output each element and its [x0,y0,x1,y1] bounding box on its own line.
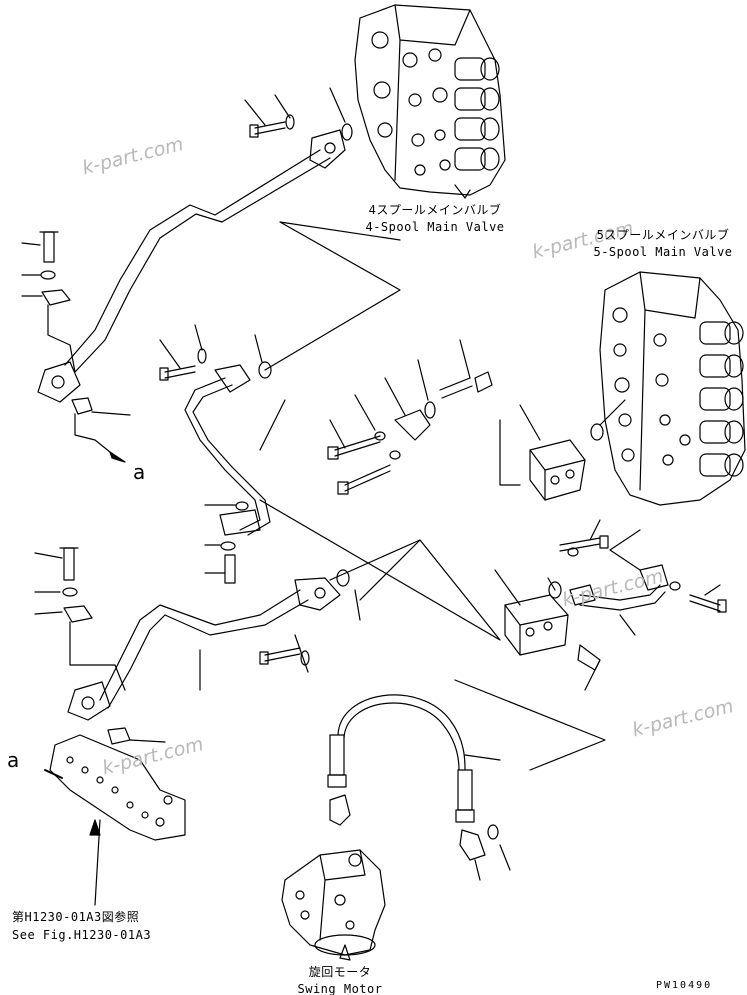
swing-motor-label-jp: 旋回モータ [308,965,372,979]
five-spool-main-valve [599,271,746,506]
swing-motor-label-en: Swing Motor [297,982,383,995]
connection-leaders [259,221,641,771]
bolt-set-upper [244,87,353,141]
bracket-plate [44,734,186,906]
block-valve-lower [494,569,601,691]
small-hose-right [559,519,727,636]
four-spool-main-valve [354,4,506,199]
lower-tube [67,569,361,721]
five-spool-valve-label-jp: 5スプールメインバルブ [596,228,730,242]
five-spool-valve-label-en: 5-Spool Main Valve [593,245,733,259]
figure-reference-en: See Fig.H1230-01A3 [12,928,152,942]
clamp-set-lower-left [34,547,166,745]
four-spool-valve-label-jp: 4スプールメインバルブ [368,203,502,217]
upper-tube [37,129,346,403]
four-spool-valve-label-en: 4-Spool Main Valve [365,220,505,234]
middle-tube [159,324,286,584]
clamp-set-top-left [21,231,131,463]
fitting-set-center [327,339,493,495]
block-valve-upper [519,399,626,501]
drawing-code: PW10490 [656,980,713,991]
reference-letter-a: a [7,748,20,772]
reference-letter-a: a [133,460,146,484]
swing-motor [281,849,386,961]
figure-reference-jp: 第H1230-01A3図参照 [12,910,140,924]
swing-hose [327,694,511,881]
